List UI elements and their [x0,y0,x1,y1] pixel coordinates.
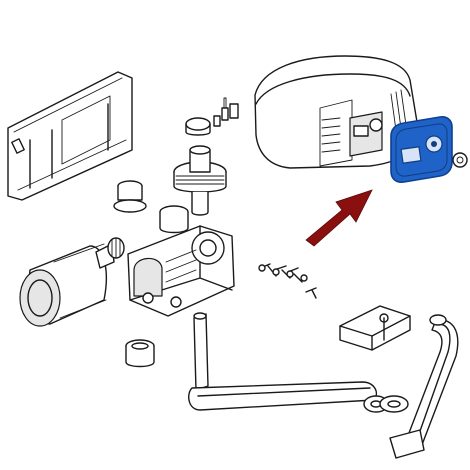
gearbox-housing[interactable] [127,225,235,317]
screw-set[interactable] [258,263,317,299]
sleeve-bushing[interactable] [125,339,155,368]
mounting-plate[interactable] [7,71,133,201]
control-panel-plate[interactable] [390,116,453,183]
small-gear-set[interactable] [185,97,239,136]
cover-cap[interactable] [452,152,468,168]
pointer-arrow-icon [305,189,373,247]
electric-motor[interactable] [19,237,125,327]
display-icon [353,125,369,137]
cover-housing[interactable] [254,55,419,169]
worm-gear-assembly[interactable] [113,145,227,234]
arm-bracket[interactable] [339,305,411,351]
panel-display-icon [400,146,422,164]
straight-arm[interactable] [188,312,389,413]
key-lock-icon [369,118,383,132]
curved-arm[interactable] [379,314,459,459]
